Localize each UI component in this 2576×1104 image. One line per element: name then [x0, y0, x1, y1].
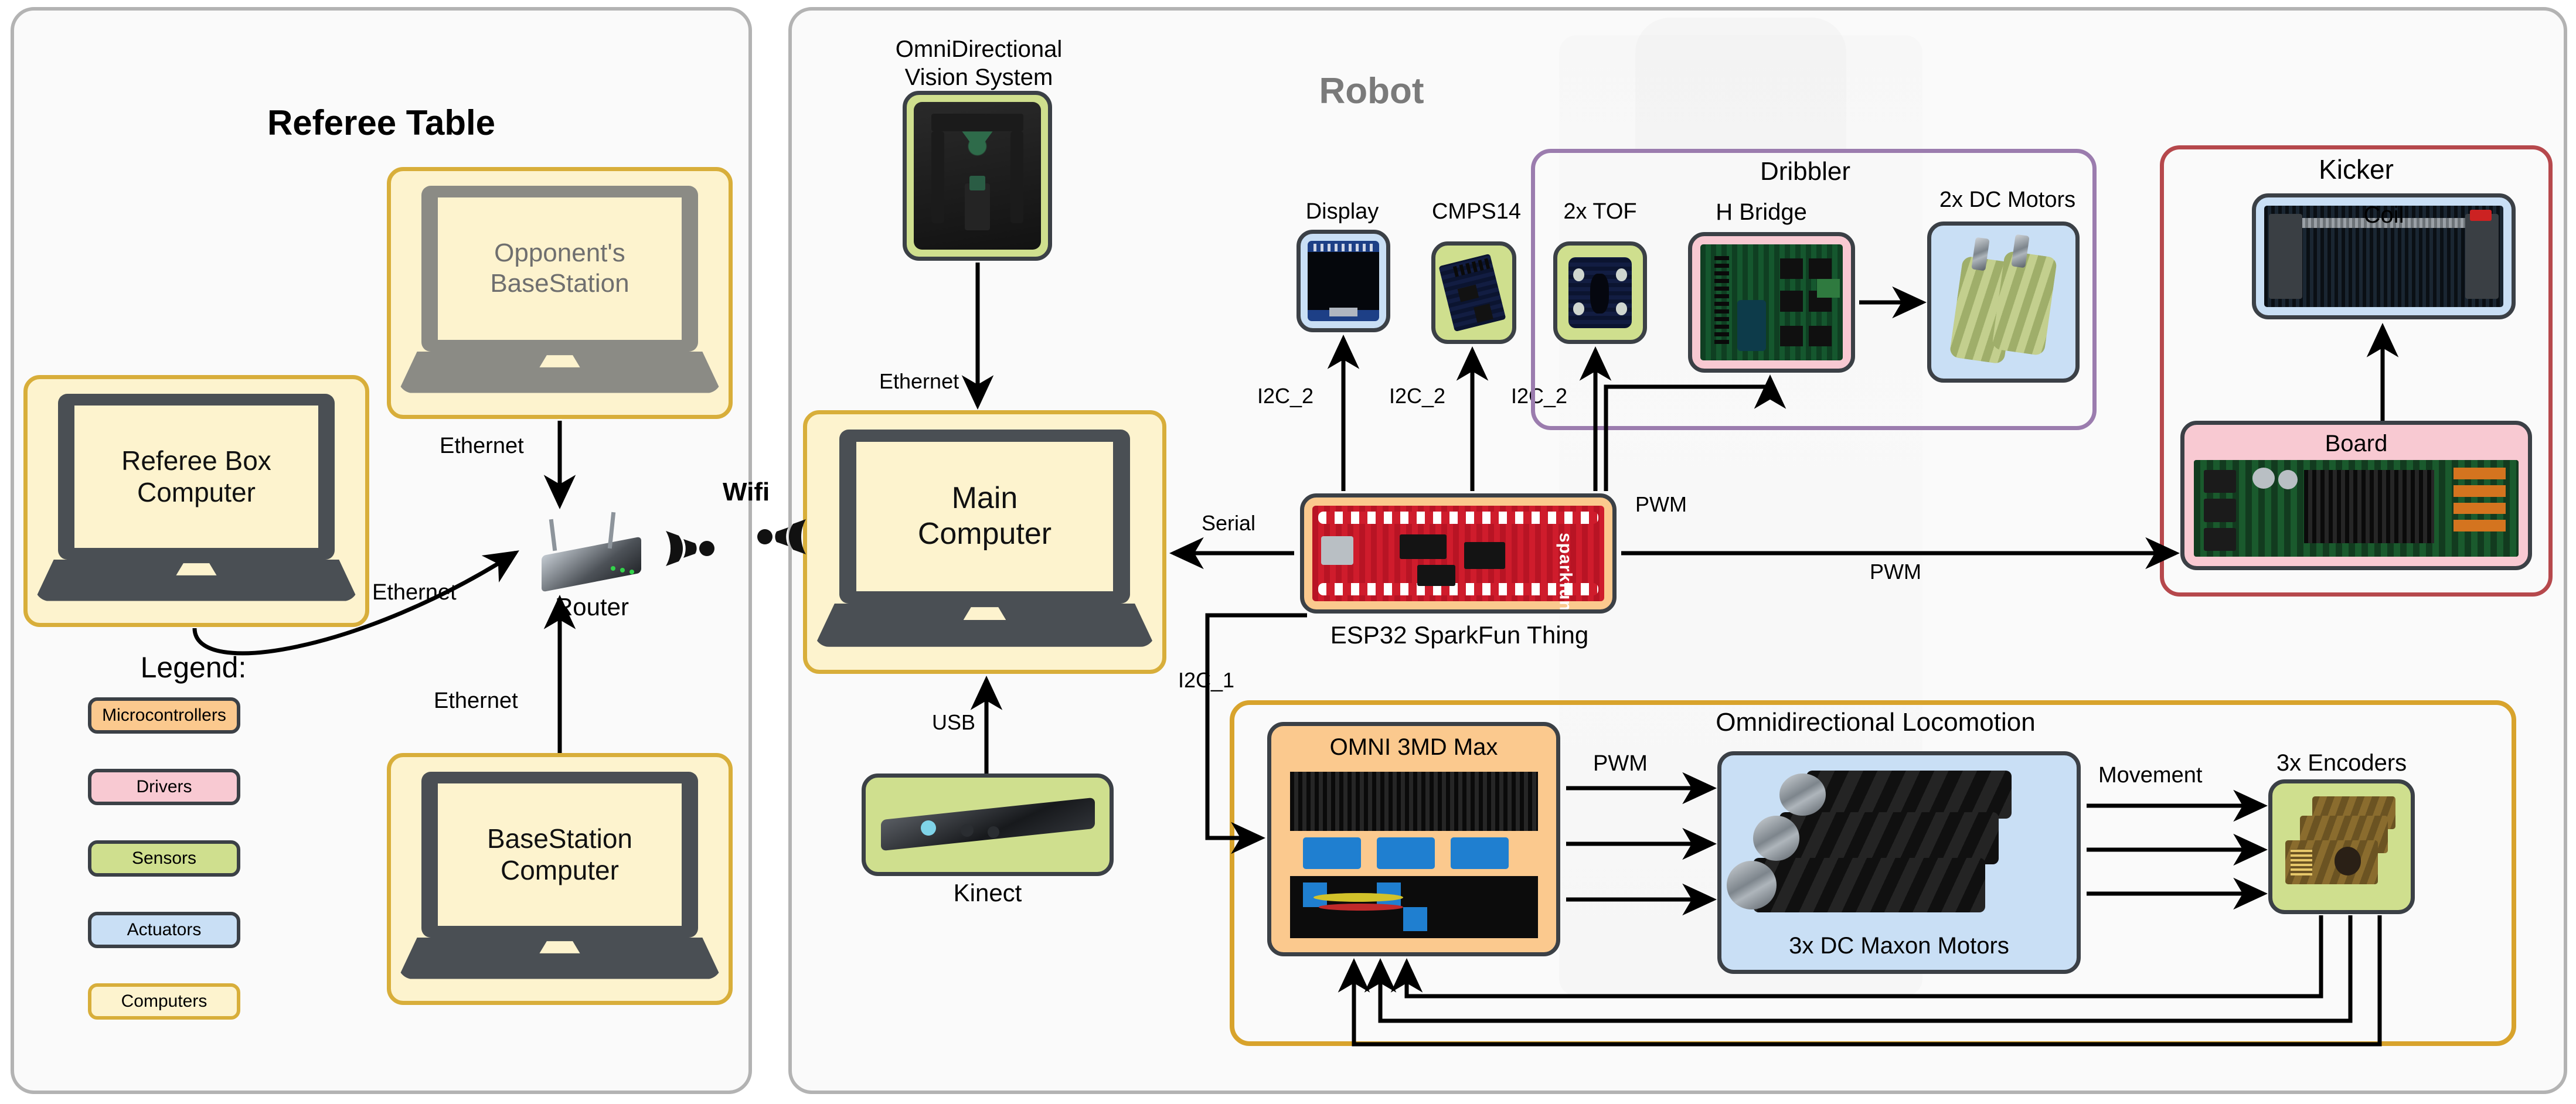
basestation-computer-laptop[interactable]: BaseStation Computer	[387, 753, 733, 1005]
router-label: Router	[554, 593, 629, 621]
maxon-motors-node[interactable]: 3x DC Maxon Motors	[1717, 751, 2081, 974]
legend-label: Sensors	[131, 849, 197, 868]
legend-label: Computers	[121, 991, 207, 1011]
coil-node[interactable]: Coil	[2252, 193, 2516, 319]
esp32-photo: sparkfun	[1312, 506, 1604, 609]
pwm-dribbler-label: PWM	[1635, 492, 1687, 516]
locomotion-title: Omnidirectional Locomotion	[1716, 708, 2036, 737]
wifi-label: Wifi	[723, 478, 770, 506]
vision-system-node[interactable]	[903, 91, 1052, 261]
kicker-board-label: Board	[2325, 431, 2388, 456]
vision-ethernet-label: Ethernet	[879, 369, 959, 393]
router-device[interactable]	[528, 512, 656, 592]
ethernet-basestation-label: Ethernet	[434, 689, 518, 713]
h-bridge-node[interactable]	[1688, 232, 1855, 373]
i2c1-label: I2C_1	[1178, 668, 1235, 692]
encoders-caption: 3x Encoders	[2276, 750, 2407, 776]
dc-motors-node[interactable]	[1927, 222, 2080, 383]
serial-label: Serial	[1202, 511, 1256, 535]
display-photo	[1308, 241, 1379, 321]
cmps14-photo	[1438, 253, 1506, 333]
legend-label: Drivers	[136, 777, 192, 796]
h-bridge-caption: H Bridge	[1716, 199, 1807, 225]
legend-label: Actuators	[127, 920, 202, 939]
laptop-notch	[539, 355, 580, 367]
laptop-screen: Referee Box Computer	[57, 393, 335, 560]
cmps14-node[interactable]	[1431, 241, 1516, 344]
laptop-screen: BaseStation Computer	[421, 771, 699, 938]
laptop-screen: Main Computer	[839, 430, 1131, 604]
dc-motors-caption: 2x DC Motors	[1939, 188, 2076, 212]
dc-motors-photo	[1941, 234, 2066, 369]
esp32-node[interactable]: sparkfun	[1300, 493, 1617, 614]
laptop-notch	[539, 941, 580, 953]
referee-table-title: Referee Table	[267, 103, 496, 142]
cmps14-i2c-label: I2C_2	[1389, 384, 1446, 408]
kinect-photo	[876, 788, 1099, 861]
display-caption: Display	[1305, 199, 1379, 224]
omni3md-photo	[1282, 768, 1546, 942]
legend-label: Microcontrollers	[102, 706, 226, 725]
esp32-caption: ESP32 SparkFun Thing	[1330, 621, 1589, 649]
movement-label: Movement	[2098, 763, 2203, 788]
cmps14-caption: CMPS14	[1431, 199, 1522, 224]
ethernet-refbox-label: Ethernet	[372, 580, 457, 605]
h-bridge-photo	[1700, 244, 1843, 360]
maxon-motors-photo	[1726, 767, 2065, 929]
display-i2c-label: I2C_2	[1257, 384, 1314, 408]
kicker-group	[2160, 145, 2553, 597]
coil-label: Coil	[2363, 202, 2404, 228]
pwm-kicker-label: PWM	[1870, 560, 1921, 584]
kinect-usb-label: USB	[932, 710, 976, 734]
coil-photo	[2264, 206, 2503, 307]
display-node[interactable]	[1296, 230, 1390, 332]
basestation-computer-label: BaseStation Computer	[486, 823, 632, 886]
omni3md-node[interactable]: OMNI 3MD Max	[1267, 722, 1560, 956]
omni3md-label: OMNI 3MD Max	[1329, 734, 1498, 760]
maxon-motors-label: 3x DC Maxon Motors	[1789, 933, 2009, 959]
kicker-board-photo	[2194, 460, 2519, 557]
referee-box-computer-label: Referee Box Computer	[121, 445, 271, 508]
legend-item-actuators: Actuators	[88, 912, 240, 948]
tof-node[interactable]	[1553, 241, 1647, 344]
main-computer-label: Main Computer	[917, 481, 1052, 551]
tof-caption: 2x TOF	[1563, 199, 1637, 224]
vision-system-photo	[914, 102, 1041, 250]
legend-item-computers: Computers	[88, 983, 240, 1020]
kinect-caption: Kinect	[953, 879, 1022, 907]
legend-item-drivers: Drivers	[88, 769, 240, 805]
referee-box-computer-laptop[interactable]: Referee Box Computer	[23, 375, 369, 627]
dribbler-group	[1531, 149, 2097, 430]
opponent-basestation-laptop[interactable]: Opponent's BaseStation	[387, 167, 733, 419]
tof-photo	[1564, 253, 1636, 333]
robot-watermark-handle	[1635, 18, 1846, 152]
encoders-photo	[2281, 792, 2403, 902]
main-computer-laptop[interactable]: Main Computer	[803, 410, 1166, 674]
encoders-node[interactable]	[2268, 779, 2415, 914]
opponent-basestation-label: Opponent's BaseStation	[490, 238, 629, 298]
legend-title: Legend:	[140, 651, 247, 684]
pwm-motors-label: PWM	[1593, 751, 1648, 776]
kicker-title: Kicker	[2319, 154, 2394, 185]
kinect-node[interactable]	[862, 774, 1114, 876]
legend-item-microcontrollers: Microcontrollers	[88, 697, 240, 734]
kicker-board-node[interactable]: Board	[2180, 421, 2532, 570]
dribbler-title: Dribbler	[1760, 157, 1851, 186]
tof-i2c-label: I2C_2	[1511, 384, 1568, 408]
wifi-icon-robot	[743, 496, 811, 572]
laptop-notch	[963, 607, 1006, 620]
wifi-icon	[661, 507, 731, 584]
robot-title: Robot	[1319, 71, 1424, 111]
vision-system-caption: OmniDirectional Vision System	[895, 36, 1063, 90]
legend-item-sensors: Sensors	[88, 840, 240, 877]
laptop-screen: Opponent's BaseStation	[421, 185, 699, 352]
ethernet-opponent-label: Ethernet	[440, 434, 524, 458]
